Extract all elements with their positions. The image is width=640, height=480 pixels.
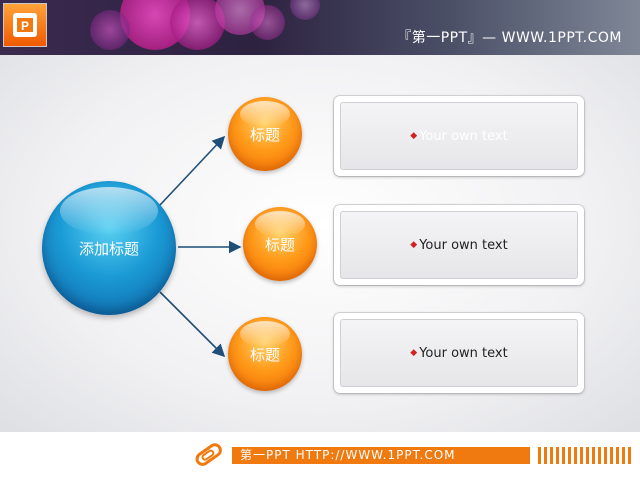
main-topic-label: 添加标题 xyxy=(78,239,139,258)
text-box-1[interactable]: ◆ Your own text xyxy=(334,96,584,176)
diamond-bullet-icon: ◆ xyxy=(410,240,418,250)
header-title: 『第一PPT』— WWW.1PPT.COM xyxy=(397,30,622,46)
branch-circle-3[interactable]: 标题 xyxy=(228,317,302,391)
text-box-content: Your own text xyxy=(419,345,508,361)
text-box-2[interactable]: ◆ Your own text xyxy=(334,205,584,285)
text-box-inner: ◆ Your own text xyxy=(340,211,578,279)
text-box-content: Your own text xyxy=(419,237,508,253)
presentation-logo-icon: P xyxy=(3,3,47,47)
footer-stripes xyxy=(538,447,634,464)
diamond-bullet-icon: ◆ xyxy=(410,348,418,358)
bokeh-light xyxy=(90,10,130,50)
branch-circle-2[interactable]: 标题 xyxy=(243,207,317,281)
main-topic-circle[interactable]: 添加标题 xyxy=(42,181,176,315)
text-box-inner: ◆ Your own text xyxy=(340,102,578,170)
connector-arrow xyxy=(159,135,226,206)
text-box-content: Your own text xyxy=(419,128,508,144)
text-box-3[interactable]: ◆ Your own text xyxy=(334,313,584,393)
svg-text:P: P xyxy=(21,19,29,33)
branch-title: 标题 xyxy=(249,125,280,144)
bokeh-light xyxy=(250,5,285,40)
diamond-bullet-icon: ◆ xyxy=(410,131,418,141)
branch-circle-1[interactable]: 标题 xyxy=(228,97,302,171)
bokeh-light xyxy=(290,0,320,20)
text-box-inner: ◆ Your own text xyxy=(340,319,578,387)
footer-url-bar: 第一PPT HTTP://WWW.1PPT.COM xyxy=(232,447,530,464)
paperclip-icon xyxy=(195,443,222,466)
branch-title: 标题 xyxy=(249,345,280,364)
header-banner: P 『第一PPT』— WWW.1PPT.COM xyxy=(0,0,640,55)
branch-title: 标题 xyxy=(264,235,295,254)
connector-arrow xyxy=(159,291,226,358)
